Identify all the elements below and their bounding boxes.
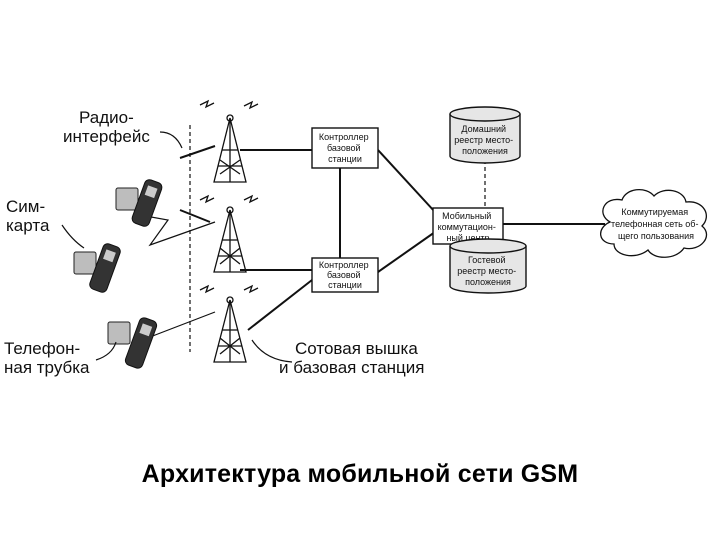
svg-text:Домашний реестр место-: Домашний реестр место- положения <box>454 124 515 156</box>
vlr-database: Гостевой реестр место- положения <box>449 238 527 294</box>
bsc-bottom-line-2: базовой <box>327 270 361 280</box>
bsc-bottom-node: Контроллер базовой станции <box>311 257 379 293</box>
vlr-line-2: реестр место- <box>457 266 516 276</box>
cell-tower-label: Сотовая вышка и базовая станция <box>279 339 425 377</box>
hlr-line-1: Домашний <box>461 124 506 134</box>
pstn-cloud: Коммутируемая телефонная сеть об- щего п… <box>600 189 708 258</box>
bsc-bottom-line-1: Контроллер <box>319 260 369 270</box>
sim-card-label-line-1: Сим- <box>6 197 45 216</box>
cell-tower-top <box>199 99 259 183</box>
label-arrows <box>61 131 293 363</box>
radio-interface-label-line-1: Радио- <box>79 108 134 127</box>
connection-lines <box>139 145 605 338</box>
pstn-line-3: щего пользования <box>618 231 694 241</box>
msc-line-1: Мобильный <box>442 211 491 221</box>
cell-tower-middle <box>199 194 259 273</box>
msc-line-2: коммутацион- <box>438 222 496 232</box>
bsc-bottom-line-3: станции <box>328 280 362 290</box>
mobile-phone-1 <box>115 179 163 227</box>
svg-text:Гостевой реестр место-: Гостевой реестр место- положения <box>457 255 518 287</box>
pstn-line-1: Коммутируемая <box>621 207 688 217</box>
cell-tower-bottom <box>199 284 259 363</box>
bsc-top-line-3: станции <box>328 154 362 164</box>
mobile-phone-3 <box>107 317 158 369</box>
bsc-top-line-2: базовой <box>327 143 361 153</box>
svg-text:Контроллер базовой: Контроллер базовой станции <box>319 260 371 290</box>
hlr-line-2: реестр место- <box>454 135 513 145</box>
radio-interface-label: Радио- интерфейс <box>63 108 150 146</box>
vlr-line-1: Гостевой <box>468 255 506 265</box>
radio-interface-label-line-2: интерфейс <box>63 127 150 146</box>
handset-label-line-2: ная трубка <box>4 358 90 377</box>
sim-card-label-line-2: карта <box>6 216 50 235</box>
vlr-line-3: положения <box>465 277 511 287</box>
hlr-database: Домашний реестр место- положения <box>449 106 521 164</box>
msc-line-3: ный центр <box>446 233 489 243</box>
svg-text:Коммутируемая телефонная: Коммутируемая телефонная сеть об- щего п… <box>611 207 701 241</box>
bsc-top-node: Контроллер базовой станции <box>311 127 379 169</box>
mobile-phone-2 <box>73 243 121 293</box>
diagram-caption: Архитектура мобильной сети GSM <box>141 460 579 488</box>
bsc-top-line-1: Контроллер <box>319 132 369 142</box>
cell-tower-label-line-1: Сотовая вышка <box>295 339 418 358</box>
pstn-line-2: телефонная сеть об- <box>611 219 698 229</box>
handset-label-line-1: Телефон- <box>4 339 80 358</box>
svg-text:Мобильный коммутацион-: Мобильный коммутацион- ный центр <box>438 211 499 243</box>
sim-card-label: Сим- карта <box>6 197 50 235</box>
svg-text:Контроллер базовой: Контроллер базовой станции <box>319 132 371 164</box>
msc-node: Мобильный коммутацион- ный центр <box>432 207 504 245</box>
handset-label: Телефон- ная трубка <box>4 339 90 377</box>
hlr-line-3: положения <box>462 146 508 156</box>
cell-tower-label-line-2: и базовая станция <box>279 358 425 377</box>
